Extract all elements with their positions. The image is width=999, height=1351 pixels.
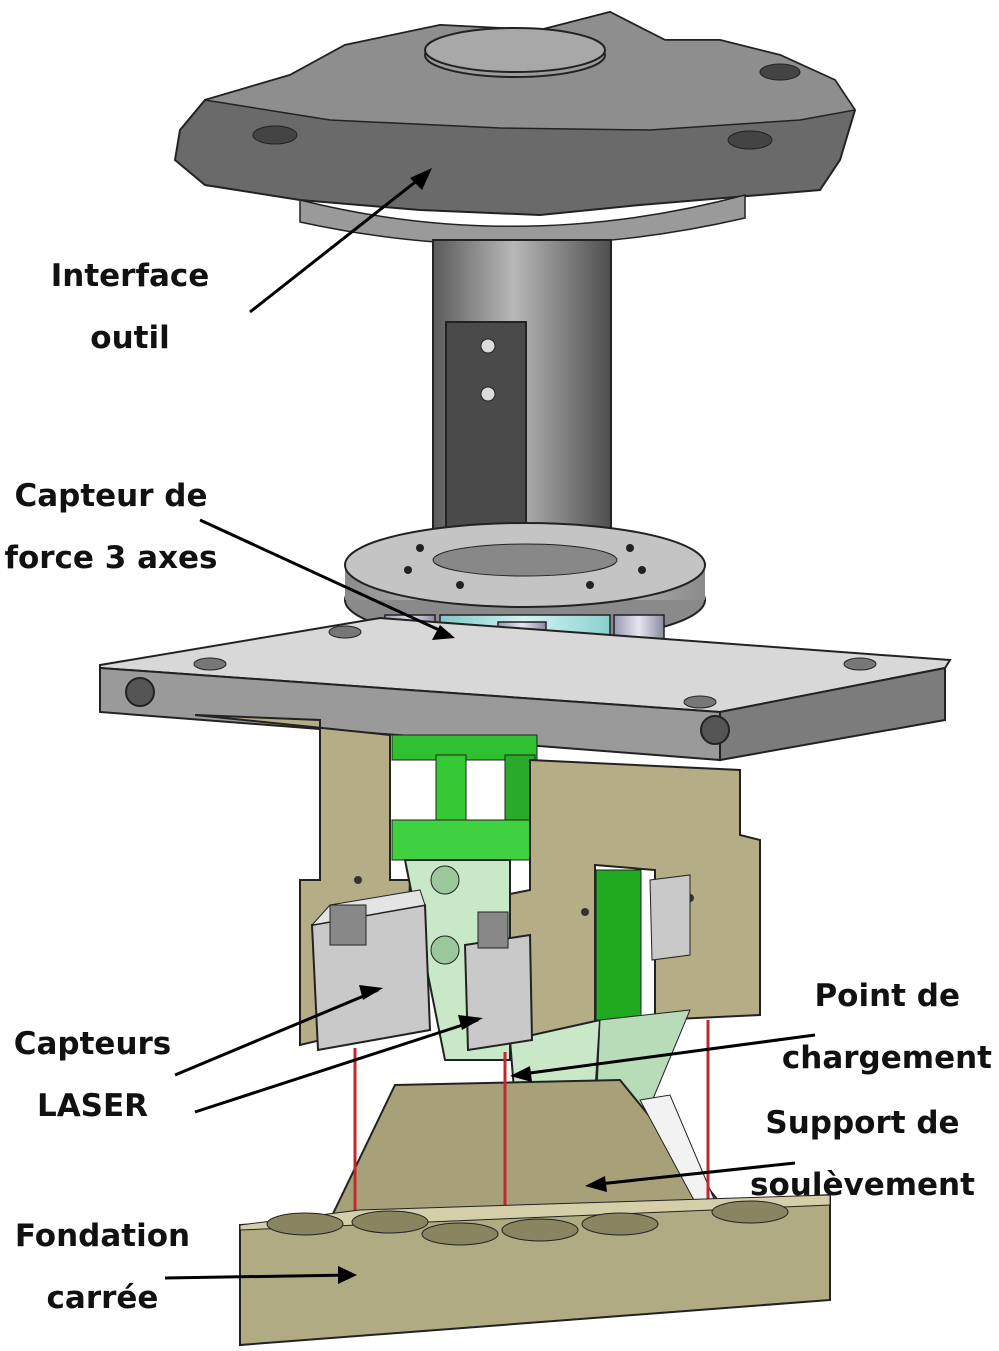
square-foundation	[239, 1193, 831, 1347]
label-interface-outil: Interface outil	[40, 245, 220, 369]
arrow-capteur-force	[199, 518, 451, 637]
label-interface-outil-line2: outil	[90, 320, 170, 356]
label-capteur-force-line1: Capteur de	[14, 478, 208, 514]
label-fondation-carree-line2: carrée	[46, 1280, 159, 1316]
label-fondation-carree-line1: Fondation	[14, 1218, 191, 1254]
label-fondation-carree: Fondation carrée	[5, 1205, 200, 1329]
mounting-plate	[99, 616, 952, 762]
column	[432, 239, 612, 561]
label-interface-outil-line1: Interface	[50, 258, 210, 294]
label-capteur-force-line2: force 3 axes	[4, 540, 218, 576]
arrow-support-soulevement	[589, 1161, 796, 1187]
label-support-soulevement-line1: Support de	[765, 1105, 960, 1141]
label-point-chargement-line1: Point de	[814, 978, 960, 1014]
label-point-chargement: Point de chargement	[760, 965, 992, 1089]
laser-sensors	[310, 874, 691, 1052]
arrow-capteur-laser-2	[194, 1018, 479, 1114]
arrow-capteur-laser-1	[174, 988, 379, 1077]
label-support-soulevement-line2: soulèvement	[750, 1167, 975, 1203]
leader-arrows	[164, 170, 816, 1280]
label-capteurs-laser: Capteurs LASER	[10, 1013, 175, 1137]
arrow-heads	[338, 168, 607, 1284]
label-capteur-force: Capteur de force 3 axes	[0, 465, 222, 589]
tool-interface	[173, 10, 857, 246]
label-capteurs-laser-line2: LASER	[36, 1088, 149, 1124]
label-support-soulevement: Support de soulèvement	[745, 1092, 980, 1216]
arrow-point-chargement	[514, 1033, 816, 1077]
arrow-interface-outil	[249, 170, 429, 314]
arrow-fondation	[164, 1273, 353, 1280]
label-point-chargement-line2: chargement	[781, 1040, 992, 1076]
label-capteurs-laser-line1: Capteurs	[13, 1026, 172, 1062]
green-core	[391, 734, 538, 861]
